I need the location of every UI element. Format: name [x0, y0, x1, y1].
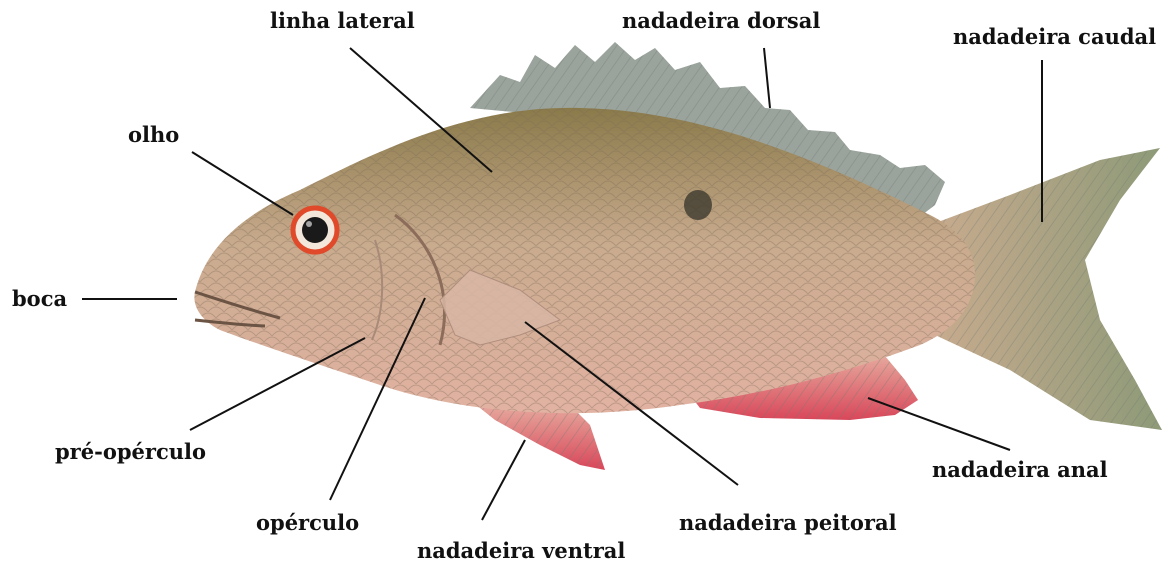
label-pre-operculo: pré-opérculo: [55, 441, 206, 462]
leader-nadadeira-ventral: [482, 440, 525, 520]
eye-pupil: [302, 217, 328, 243]
label-nadadeira-peitoral: nadadeira peitoral: [679, 512, 897, 533]
label-nadadeira-dorsal: nadadeira dorsal: [622, 10, 820, 31]
label-linha-lateral: linha lateral: [270, 10, 415, 31]
label-nadadeira-ventral: nadadeira ventral: [417, 540, 625, 561]
leader-olho: [192, 152, 293, 215]
label-boca: boca: [12, 288, 67, 309]
label-olho: olho: [128, 124, 179, 145]
lateral-spot: [684, 190, 712, 220]
label-nadadeira-caudal: nadadeira caudal: [953, 26, 1156, 47]
label-operculo: opérculo: [256, 512, 359, 533]
leader-pre-operculo: [190, 338, 365, 430]
label-nadadeira-anal: nadadeira anal: [932, 459, 1108, 480]
leader-nadadeira-anal: [868, 398, 1010, 450]
leader-nadadeira-dorsal: [764, 48, 770, 108]
